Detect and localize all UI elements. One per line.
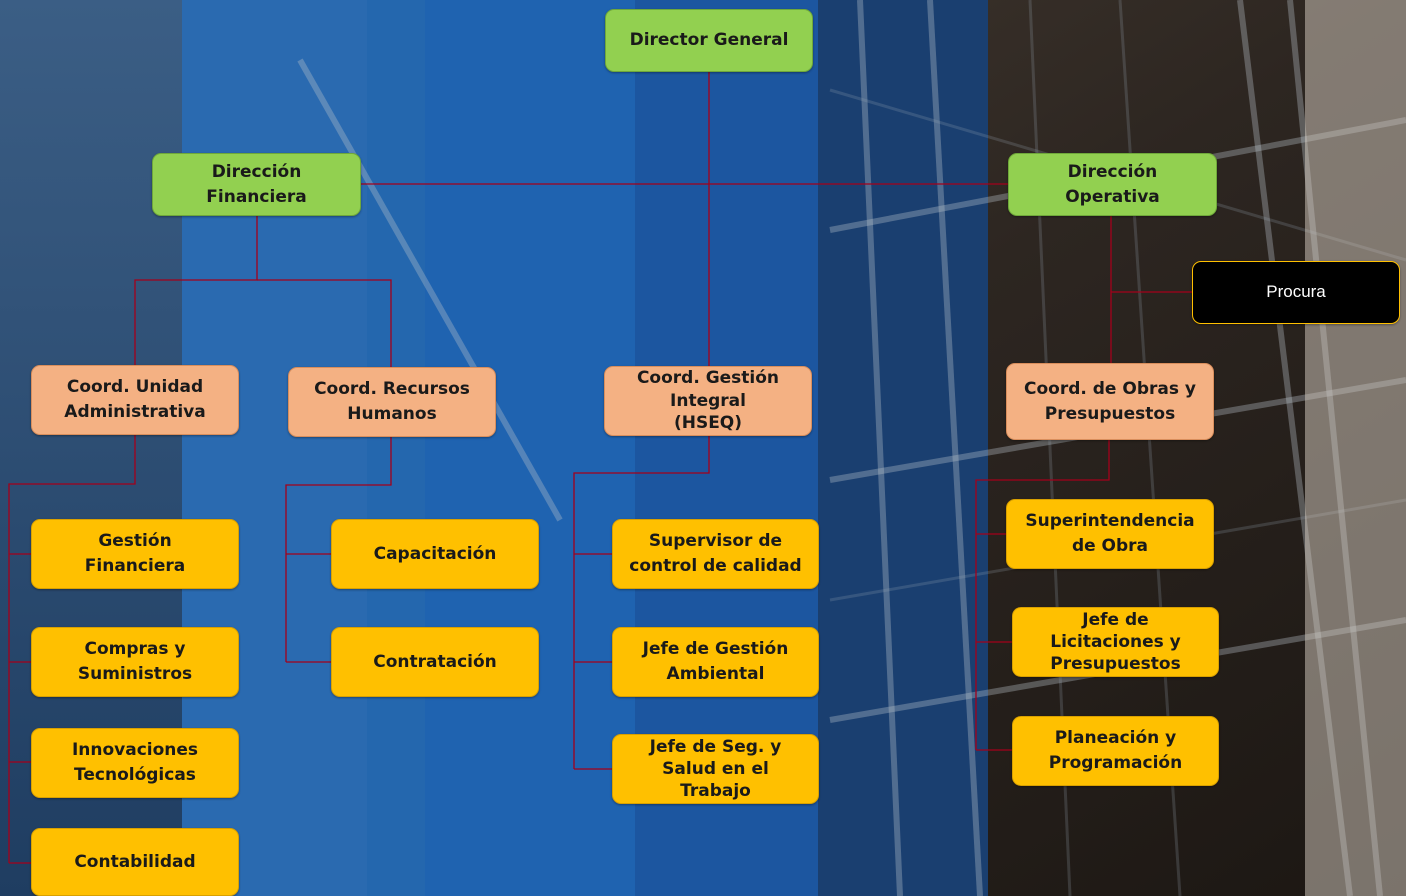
- director-general-box: Director General: [605, 9, 813, 72]
- coord-admin-box: Coord. Unidad Administrativa: [31, 365, 239, 435]
- connector-admin-units: [8, 434, 136, 863]
- unit-contratacion: Contratación: [331, 627, 539, 697]
- connector-finance-coords: [134, 216, 258, 365]
- connector-hr-units: [285, 436, 392, 662]
- connector-hseq-units: [573, 436, 710, 769]
- unit-contabilidad: Contabilidad: [31, 828, 239, 896]
- unit-superintendencia-obra: Superintendencia de Obra: [1006, 499, 1214, 569]
- unit-supervisor-calidad: Supervisor de control de calidad: [612, 519, 819, 589]
- connector-finance-hr: [257, 279, 392, 367]
- unit-compras-suministros: Compras y Suministros: [31, 627, 239, 697]
- unit-gestion-ambiental: Jefe de Gestión Ambiental: [612, 627, 819, 697]
- unit-innovaciones-tecnologicas: Innovaciones Tecnológicas: [31, 728, 239, 798]
- operations-direction-box: Dirección Operativa: [1008, 153, 1217, 216]
- unit-capacitacion: Capacitación: [331, 519, 539, 589]
- unit-seguridad-salud: Jefe de Seg. y Salud en el Trabajo: [612, 734, 819, 804]
- coord-works-box: Coord. de Obras y Presupuestos: [1006, 363, 1214, 440]
- connector-works-units: [975, 440, 1110, 750]
- coord-hseq-box: Coord. Gestión Integral (HSEQ): [604, 366, 812, 436]
- coord-hr-box: Coord. Recursos Humanos: [288, 367, 496, 437]
- unit-planeacion-programacion: Planeación y Programación: [1012, 716, 1219, 786]
- unit-gestion-financiera: Gestión Financiera: [31, 519, 239, 589]
- procura-box: Procura: [1192, 261, 1400, 324]
- unit-licitaciones-presupuestos: Jefe de Licitaciones y Presupuestos: [1012, 607, 1219, 677]
- finance-direction-box: Dirección Financiera: [152, 153, 361, 216]
